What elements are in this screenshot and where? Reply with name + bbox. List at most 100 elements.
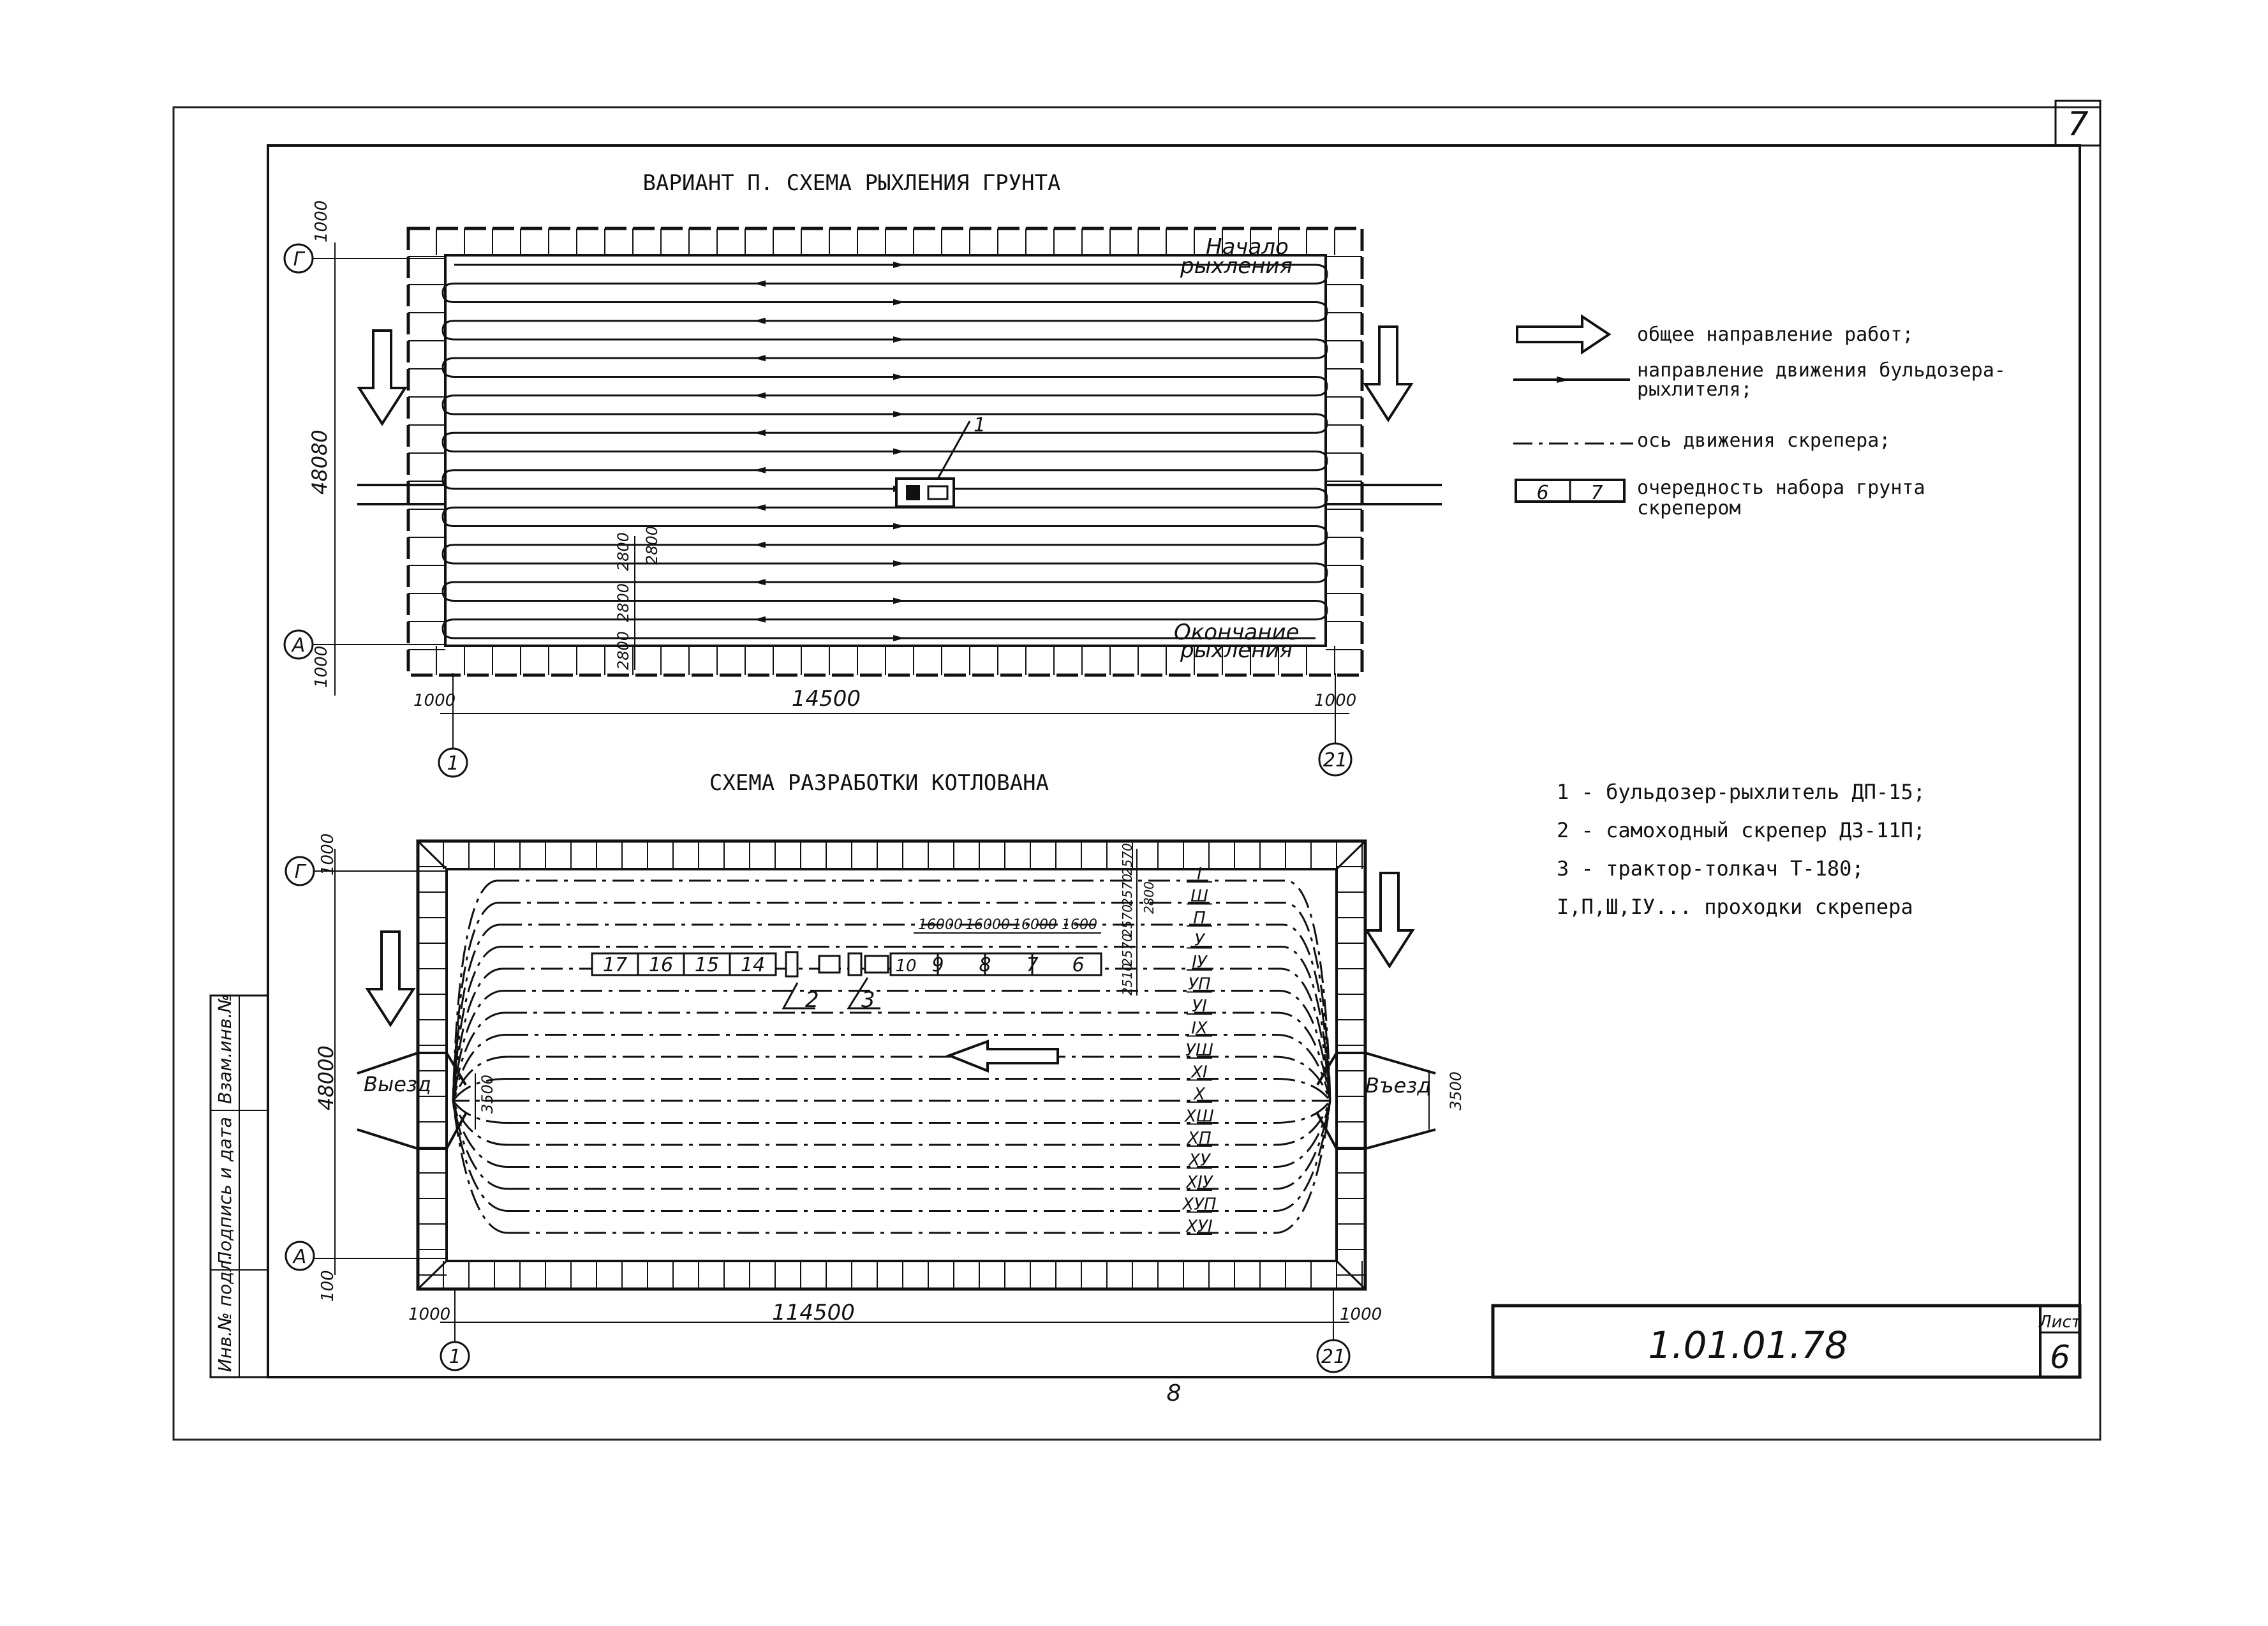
bottom-dim-right: 1000 <box>1340 1305 1382 1324</box>
vert-dim-2: 2570 <box>1120 874 1135 906</box>
equipment-3: 3 - трактор-толкач Т-180; <box>1557 856 1864 881</box>
seq-8: 8 <box>979 954 991 976</box>
legend-box-6: 6 <box>1536 482 1548 504</box>
rip-turn <box>441 357 455 378</box>
rip-arrow <box>893 448 905 455</box>
left-stamp: Инв.№ подл. Подпись и дата Взам.инв.№ <box>209 994 269 1378</box>
rip-arrow <box>893 523 905 530</box>
rip-turn <box>441 320 455 341</box>
seg-dim-4: 1600 <box>1062 917 1097 933</box>
top-axis-g: Г <box>293 248 306 271</box>
scraper-path <box>452 1034 1331 1101</box>
top-rip-lines <box>441 262 1328 641</box>
vert-dim-1: 2570 <box>1120 843 1135 876</box>
seq-15: 15 <box>695 954 719 976</box>
exit-label: Выезд <box>364 1072 431 1096</box>
seg-dim-2: 16000 <box>965 917 1010 933</box>
rip-turn <box>441 581 455 602</box>
rip-arrow <box>754 579 766 586</box>
sheet-label: Лист <box>2038 1313 2082 1332</box>
rip-turn <box>1315 525 1328 546</box>
scraper-path <box>452 1100 1331 1190</box>
rip-turn <box>1315 451 1328 472</box>
bottom-axes <box>285 849 1430 1373</box>
bottom-dim-length: 114500 <box>772 1300 855 1325</box>
top-dim-height: 48080 <box>308 429 332 495</box>
rip-arrow <box>754 355 766 362</box>
top-title: ВАРИАНТ П. СХЕМА РЫХЛЕНИЯ ГРУНТА <box>642 170 1060 196</box>
rip-turn <box>1315 562 1328 583</box>
bottom-dim-bottom: 100 <box>318 1270 337 1302</box>
vert-dim-4: 2570 <box>1120 904 1135 937</box>
rip-arrow <box>754 616 766 623</box>
equipment-4: I,П,Ш,IУ... проходки скрепера <box>1557 895 1913 919</box>
sequence-strip <box>591 951 1102 1010</box>
stamp-replace: Взам.инв.№ <box>214 994 235 1104</box>
rip-arrow <box>893 635 905 641</box>
entry-label: Въезд <box>1365 1073 1431 1098</box>
rip-turn <box>441 618 455 639</box>
rip-arrow <box>754 429 766 436</box>
rip-turn <box>1315 338 1328 359</box>
rip-arrow <box>754 317 766 324</box>
doc-code: 1.01.01.78 <box>1648 1324 1848 1367</box>
outer-frame <box>172 106 2101 1441</box>
pass-label: П <box>1193 909 1206 928</box>
pass-label: ХУI <box>1185 1217 1212 1236</box>
bottom-axis-21: 21 <box>1321 1346 1345 1368</box>
legend-box-7: 7 <box>1590 482 1603 504</box>
top-axes <box>283 242 1353 778</box>
rip-arrow <box>893 597 905 604</box>
pass-label: УШ <box>1185 1041 1213 1060</box>
bottom-dim-left: 1000 <box>408 1305 450 1324</box>
bottom-dim-top: 1000 <box>318 833 337 876</box>
vert-dim-6: 2510 <box>1120 963 1135 996</box>
top-dim-length: 14500 <box>792 686 861 712</box>
rip-arrow <box>754 392 766 399</box>
rip-arrow <box>893 299 905 306</box>
bottom-scraper-paths <box>452 879 1331 1234</box>
rip-arrow <box>893 560 905 567</box>
pass-label: ХI <box>1190 1063 1207 1082</box>
rip-turn <box>1315 600 1328 621</box>
pass-label: УI <box>1192 997 1207 1016</box>
bottom-title: СХЕМА РАЗРАБОТКИ КОТЛОВАНА <box>709 770 1049 796</box>
bottom-axis-1: 1 <box>448 1346 461 1368</box>
seq-14: 14 <box>741 954 765 976</box>
rip-arrow <box>754 280 766 287</box>
top-axis-1: 1 <box>447 752 459 775</box>
rip-arrow <box>893 411 905 417</box>
pass-label: У <box>1194 931 1206 950</box>
ramp-dim-left: 3500 <box>478 1075 496 1114</box>
pass-label: ХIУ <box>1185 1173 1213 1192</box>
bottom-dim-height: 48000 <box>314 1045 338 1110</box>
pass-label: ХШ <box>1183 1107 1214 1126</box>
seg-dim-1: 16000 <box>918 917 963 933</box>
scraper-icon <box>785 951 799 978</box>
scraper-path <box>452 1011 1331 1101</box>
legend <box>1513 314 1633 503</box>
seg-dim-3: 16000 <box>1012 917 1057 933</box>
top-step-b: 2800 <box>643 526 661 565</box>
bottom-axis-a: А <box>292 1246 307 1268</box>
top-dim-left: 1000 <box>413 691 456 710</box>
rip-arrow <box>893 262 905 268</box>
equipment-1: 1 - бульдозер-рыхлитель ДП-15; <box>1557 780 1925 804</box>
scraper-path <box>452 1100 1331 1234</box>
pass-label: IХ <box>1191 1019 1208 1038</box>
page-number: 8 <box>1167 1380 1182 1406</box>
seq-10: 10 <box>895 957 916 976</box>
vert-dim-3: 2800 <box>1141 881 1157 914</box>
rip-arrow <box>754 541 766 548</box>
top-dim-top: 1000 <box>312 200 331 242</box>
rip-turn <box>441 544 455 565</box>
legend-text-3: ось движения скрепера; <box>1637 429 1890 452</box>
end-label-1: Окончание <box>1174 620 1300 645</box>
top-right-direction-arrow <box>1363 325 1414 422</box>
top-step-d: 2800 <box>614 631 632 670</box>
bottom-pit <box>357 839 1436 1291</box>
bottom-axis-g: Г <box>295 861 307 883</box>
top-axis-a: А <box>291 634 306 657</box>
scraper-path <box>452 1100 1331 1146</box>
